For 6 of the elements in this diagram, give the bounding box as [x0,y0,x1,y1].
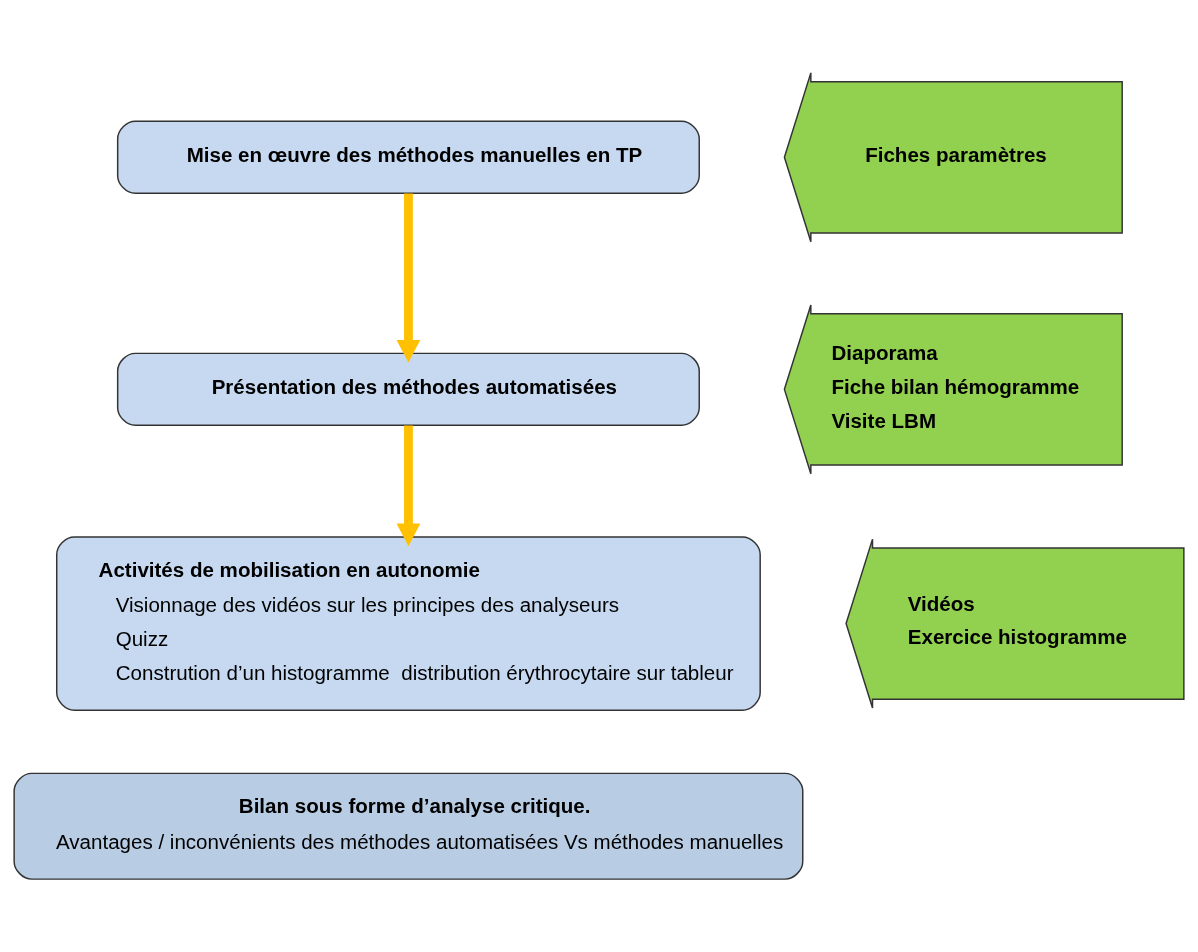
node-box: Bilan sous forme d’analyse critique. Avantages / inconvénients des méthodes automatisées Vs méthodes manuelles [13,772,804,880]
node-box: Activités de mobilisation en autonomie Visionnage des vidéos sur les principes des analyseurs Quizz Constrution d’un histogramme distribution érythrocytaire sur tableur [56,536,761,711]
node-box: Mise en œuvre des méthodes manuelles en TP [116,120,700,195]
node-box: Présentation des méthodes automatisées [116,352,700,427]
arrow [396,193,421,363]
arrow [396,425,421,547]
